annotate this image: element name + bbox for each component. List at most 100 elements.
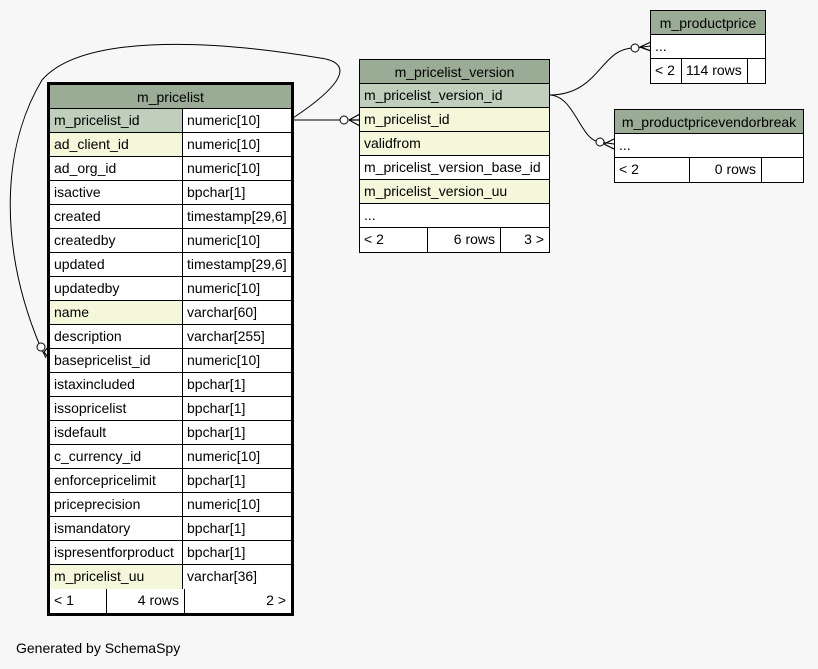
children-count xyxy=(747,59,765,83)
column-type: numeric[10] xyxy=(182,133,291,156)
column-row[interactable]: ... xyxy=(615,134,803,158)
column-name: m_pricelist_version_uu xyxy=(364,183,508,199)
column-name: m_pricelist_id xyxy=(54,112,140,128)
column-name: m_pricelist_uu xyxy=(54,568,145,584)
column-type: numeric[10] xyxy=(182,349,291,372)
column-row[interactable]: updated timestamp[29,6] xyxy=(50,253,291,277)
vendorbreak-crowfoot xyxy=(603,138,615,150)
children-count[interactable]: 2 > xyxy=(184,589,291,613)
productprice-relationship-line xyxy=(548,45,652,96)
column-row[interactable]: name varchar[60] xyxy=(50,301,291,325)
vendorbreak-relationship-line xyxy=(548,94,615,145)
column-row[interactable]: m_pricelist_id xyxy=(360,108,549,132)
column-name: ispresentforproduct xyxy=(54,544,174,560)
self-relationship-optional-marker xyxy=(36,342,46,352)
children-count[interactable]: 3 > xyxy=(500,228,549,252)
column-name: updatedby xyxy=(54,280,120,296)
column-row[interactable]: basepricelist_id numeric[10] xyxy=(50,349,291,373)
column-type: numeric[10] xyxy=(182,445,291,468)
column-name: c_currency_id xyxy=(54,448,142,464)
table-header-m-productpricevendorbreak[interactable]: m_productpricevendorbreak xyxy=(615,110,803,134)
column-name: ... xyxy=(655,38,667,54)
table-header-m-productprice[interactable]: m_productprice xyxy=(651,11,765,35)
generated-by-note: Generated by SchemaSpy xyxy=(16,640,181,656)
column-name: ismandatory xyxy=(54,520,131,536)
row-count: 4 rows xyxy=(106,589,184,613)
column-type: numeric[10] xyxy=(182,493,291,516)
parents-count[interactable]: < 2 xyxy=(364,231,384,247)
column-name: created xyxy=(54,208,101,224)
vendorbreak-optional-marker xyxy=(595,137,605,147)
parents-count[interactable]: < 2 xyxy=(619,161,639,177)
column-type: numeric[10] xyxy=(182,109,291,132)
pricelist-version-optional-marker xyxy=(339,115,349,125)
children-count xyxy=(761,158,803,182)
column-row[interactable]: isactive bpchar[1] xyxy=(50,181,291,205)
table-m-productprice[interactable]: m_productprice ... < 2 114 rows xyxy=(650,10,766,84)
row-count: 0 rows xyxy=(689,158,761,182)
column-row[interactable]: ... xyxy=(360,204,549,228)
column-name: istaxincluded xyxy=(54,376,135,392)
parents-count[interactable]: < 1 xyxy=(54,592,74,608)
column-type: bpchar[1] xyxy=(182,469,291,492)
column-type: bpchar[1] xyxy=(182,397,291,420)
column-type: varchar[60] xyxy=(182,301,291,324)
column-row[interactable]: m_pricelist_version_uu xyxy=(360,180,549,204)
column-type: numeric[10] xyxy=(182,157,291,180)
column-name: issopricelist xyxy=(54,400,127,416)
column-row[interactable]: createdby numeric[10] xyxy=(50,229,291,253)
column-row[interactable]: ... xyxy=(651,35,765,59)
column-row[interactable]: updatedby numeric[10] xyxy=(50,277,291,301)
column-row[interactable]: priceprecision numeric[10] xyxy=(50,493,291,517)
column-name: ad_client_id xyxy=(54,136,129,152)
column-type: timestamp[29,6] xyxy=(182,205,291,228)
column-name: m_pricelist_version_id xyxy=(364,87,503,103)
row-count: 6 rows xyxy=(427,228,500,252)
column-type: numeric[10] xyxy=(182,277,291,300)
column-row[interactable]: issopricelist bpchar[1] xyxy=(50,397,291,421)
column-row[interactable]: created timestamp[29,6] xyxy=(50,205,291,229)
column-name: m_pricelist_version_base_id xyxy=(364,159,541,175)
table-header-m-pricelist[interactable]: m_pricelist xyxy=(50,85,291,109)
column-name: validfrom xyxy=(364,135,421,151)
column-row[interactable]: isdefault bpchar[1] xyxy=(50,421,291,445)
table-m-pricelist-version[interactable]: m_pricelist_version m_pricelist_version_… xyxy=(359,59,550,253)
column-row[interactable]: c_currency_id numeric[10] xyxy=(50,445,291,469)
table-footer: < 2 114 rows xyxy=(651,59,765,83)
column-name: isdefault xyxy=(54,424,107,440)
column-type: bpchar[1] xyxy=(182,421,291,444)
column-row[interactable]: ad_client_id numeric[10] xyxy=(50,133,291,157)
column-row[interactable]: validfrom xyxy=(360,132,549,156)
parents-count[interactable]: < 2 xyxy=(655,62,675,78)
table-header-m-pricelist-version[interactable]: m_pricelist_version xyxy=(360,60,549,84)
table-m-productpricevendorbreak[interactable]: m_productpricevendorbreak ... < 2 0 rows xyxy=(614,109,804,183)
table-footer: < 1 4 rows 2 > xyxy=(50,589,291,613)
column-row[interactable]: m_pricelist_version_base_id xyxy=(360,156,549,180)
column-name: name xyxy=(54,304,90,320)
column-name: isactive xyxy=(54,184,101,200)
column-name: priceprecision xyxy=(54,496,141,512)
table-footer: < 2 0 rows xyxy=(615,158,803,182)
column-name: m_pricelist_id xyxy=(364,111,450,127)
column-type: bpchar[1] xyxy=(182,181,291,204)
table-footer: < 2 6 rows 3 > xyxy=(360,228,549,252)
column-name: basepricelist_id xyxy=(54,352,151,368)
column-name: enforcepricelimit xyxy=(54,472,156,488)
column-row[interactable]: m_pricelist_version_id xyxy=(360,84,549,108)
productprice-optional-marker xyxy=(630,43,640,53)
column-name: ... xyxy=(364,207,376,223)
column-row[interactable]: m_pricelist_id numeric[10] xyxy=(50,109,291,133)
column-name: createdby xyxy=(54,232,116,248)
column-type: timestamp[29,6] xyxy=(182,253,291,276)
column-type: numeric[10] xyxy=(182,229,291,252)
column-row[interactable]: enforcepricelimit bpchar[1] xyxy=(50,469,291,493)
column-name: updated xyxy=(54,256,105,272)
row-count: 114 rows xyxy=(681,59,747,83)
